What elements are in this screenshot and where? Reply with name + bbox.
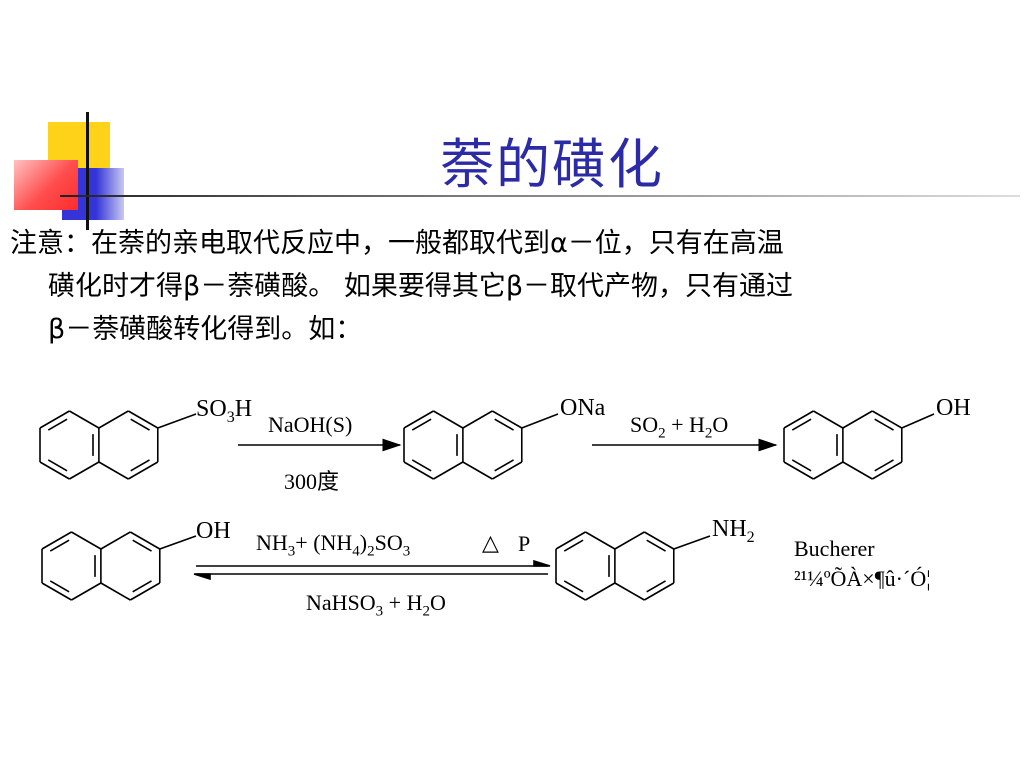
deco-horizontal-line [60,195,1020,197]
garbled-reaction-name: ²¹¼ºÕÀ×¶û·´Ó¦ [794,566,931,591]
note-line-3: β－萘磺酸转化得到。如： [48,314,363,345]
equilibrium-arrows [193,559,551,581]
substituent-nh2: NH2 [712,516,755,546]
naphthylamine-product [555,531,711,601]
reagent-so2-h2o: SO2 + H2O [630,412,729,442]
bucherer-label: Bucherer [794,536,875,561]
naphthol-product [783,410,935,480]
heat-symbol: △ [482,530,499,555]
reagent-nh3: NH3+ (NH4)2SO3 [256,530,411,560]
substituent-oh-product: OH [936,395,971,421]
substituent-ona: ONa [560,395,606,421]
note-text: 注意：在萘的亲电取代反应中，一般都取代到α－位，只有在高温 磺化时才得β－萘磺酸… [10,222,1000,351]
deco-vertical-line [86,112,89,230]
reagent-nahso3: NaHSO3 + H2O [306,590,446,620]
naphthalene-sodium-oxide [403,410,559,480]
substituent-oh-reactant: OH [196,518,231,544]
naphthol-reactant [41,531,197,601]
reagent-naoh: NaOH(S) [268,412,353,437]
note-line-1: 注意：在萘的亲电取代反应中，一般都取代到α－位，只有在高温 [10,228,784,259]
note-line-2: 磺化时才得β－萘磺酸。 如果要得其它β－取代产物，只有通过 [48,271,794,302]
pressure-label: P [518,531,531,556]
page-title: 萘的磺化 [440,133,664,196]
naphthalene-sulfonic-acid [39,410,197,480]
reagent-temperature: 300度 [284,469,340,494]
deco-red-square [14,160,78,210]
substituent-so3h: SO3H [196,396,253,426]
